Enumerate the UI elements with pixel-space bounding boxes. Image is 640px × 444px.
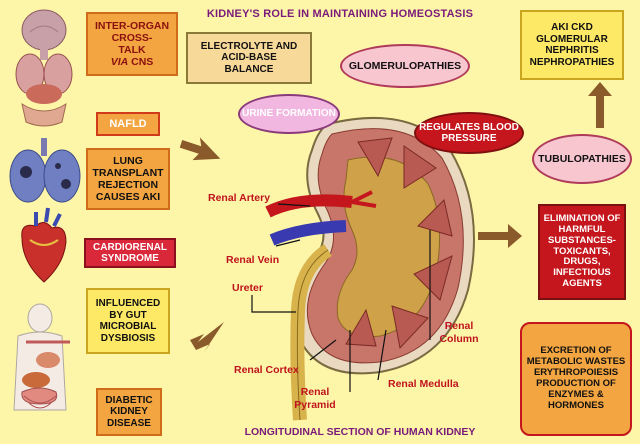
lung-label: LUNG TRANSPLANT REJECTION CAUSES AKI <box>92 154 164 204</box>
box-elimination: ELIMINATION OF HARMFUL SUBSTANCES- TOXIC… <box>538 204 626 300</box>
label-pointers <box>251 203 431 392</box>
box-aki-ckd: AKI CKD GLOMERULAR NEPHRITIS NEPHROPATHI… <box>520 10 624 80</box>
lungs-icon <box>9 138 81 203</box>
ellipse-urine-formation: URINE FORMATION <box>238 94 340 134</box>
bp-label: REGULATES BLOOD PRESSURE <box>419 121 519 145</box>
cns-line4: VIA CNS <box>111 56 154 68</box>
glomerulo-label: GLOMERULOPATHIES <box>348 59 462 72</box>
heart-icon <box>21 207 67 283</box>
gut-label: INFLUENCED BY GUT MICROBIAL DYSBIOSIS <box>95 298 161 344</box>
tubulo-label: TUBULOPATHIES <box>538 152 626 165</box>
aki-label: AKI CKD GLOMERULAR NEPHRITIS NEPHROPATHI… <box>529 22 615 68</box>
cns-via: VIA <box>110 56 129 69</box>
box-gut-dysbiosis: INFLUENCED BY GUT MICROBIAL DYSBIOSIS <box>86 288 170 354</box>
brain-lungs-organ-icon <box>15 9 73 127</box>
label-renal-pyramid: Renal Pyramid <box>290 386 340 411</box>
elimination-label: ELIMINATION OF HARMFUL SUBSTANCES- TOXIC… <box>543 212 621 290</box>
nafld-label: NAFLD <box>109 117 147 130</box>
ellipse-tubulopathies: TUBULOPATHIES <box>532 134 632 184</box>
renal-column-text: Renal Column <box>439 320 479 345</box>
box-diabetic-kidney: DIABETIC KIDNEY DISEASE <box>96 388 162 436</box>
cns-cns: CNS <box>128 56 154 69</box>
ellipse-blood-pressure: REGULATES BLOOD PRESSURE <box>414 112 524 154</box>
renal-pyramid-text: Renal Pyramid <box>294 386 336 411</box>
diagram-footer: LONGITUDINAL SECTION OF HUMAN KIDNEY <box>244 426 476 438</box>
label-ureter: Ureter <box>232 282 263 294</box>
box-cardiorenal: CARDIORENAL SYNDROME <box>84 238 176 268</box>
cns-line2: CROSS- <box>111 31 153 44</box>
label-renal-column: Renal Column <box>434 320 484 345</box>
box-inter-organ-crosstalk: INTER-ORGAN CROSS- TALK VIA CNS <box>86 12 178 76</box>
cns-line1: INTER-ORGAN <box>94 19 170 32</box>
label-renal-cortex: Renal Cortex <box>234 364 299 376</box>
label-renal-medulla: Renal Medulla <box>388 378 459 390</box>
kidney-illustration <box>265 117 475 421</box>
box-nafld: NAFLD <box>96 112 160 136</box>
diagram-title: KIDNEY'S ROLE IN MAINTAINING HOMEOSTASIS <box>206 8 474 20</box>
cns-line3: TALK <box>118 44 146 56</box>
digestive-system-icon <box>13 303 70 411</box>
ellipse-glomerulopathies: GLOMERULOPATHIES <box>340 44 470 88</box>
diabetic-label: DIABETIC KIDNEY DISEASE <box>105 394 153 429</box>
brown-arrows <box>179 82 612 352</box>
urine-label: URINE FORMATION <box>242 108 336 120</box>
label-renal-vein: Renal Vein <box>226 254 280 266</box>
box-electrolyte-balance: ELECTROLYTE AND ACID-BASE BALANCE <box>186 32 312 84</box>
box-lung-transplant: LUNG TRANSPLANT REJECTION CAUSES AKI <box>86 148 170 210</box>
box-excretion: EXCRETION OF METABOLIC WASTES ERYTHROPOI… <box>520 322 632 436</box>
electrolyte-label: ELECTROLYTE AND ACID-BASE BALANCE <box>200 40 298 75</box>
cardiorenal-label: CARDIORENAL SYNDROME <box>93 241 167 265</box>
excretion-label: EXCRETION OF METABOLIC WASTES ERYTHROPOI… <box>526 345 626 411</box>
label-renal-artery: Renal Artery <box>208 192 271 204</box>
